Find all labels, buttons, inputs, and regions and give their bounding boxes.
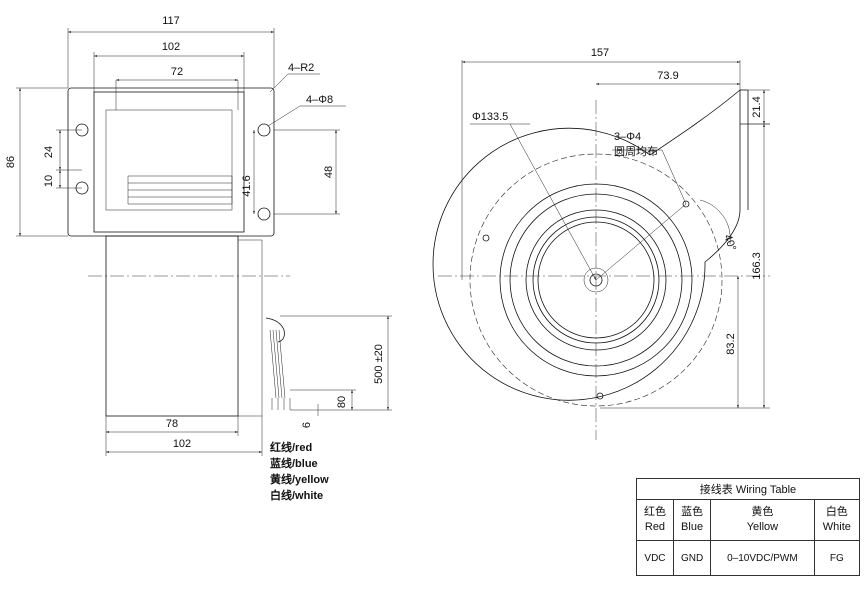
dim-500: 500 ±20: [373, 344, 385, 384]
outlet-opening: [93, 91, 245, 233]
dim-73-9: 73.9: [657, 70, 678, 82]
wiring-value-blue: GND: [672, 540, 712, 576]
dim-157: 157: [591, 47, 609, 59]
dim-102-top: 102: [162, 41, 180, 53]
dim-78: 78: [166, 418, 178, 430]
mount-hole-3: [596, 392, 604, 400]
dim-83-2: 83.2: [725, 333, 737, 354]
dim-holes: 4–Φ8: [306, 94, 333, 106]
dim-48: 48: [323, 166, 335, 178]
dim-10: 10: [43, 175, 55, 187]
blower-body: [105, 235, 239, 417]
front-view: Φ133.5 3–Φ4 圆周均布 40° 157 73.9 21.4 166.3…: [432, 47, 770, 440]
wiring-value-yellow: 0–10VDC/PWM: [710, 540, 815, 576]
dim-24: 24: [43, 146, 55, 158]
dim-102-bottom: 102: [173, 438, 191, 450]
dim-mount-holes: 3–Φ4: [614, 131, 641, 143]
wire-white-label: 白线/white: [270, 490, 324, 502]
mount-hole-2: [482, 234, 490, 242]
wire-color-legend: 红线/red 蓝线/blue 黄线/yellow 白线/white: [270, 440, 329, 504]
dim-radius: 4–R2: [288, 62, 314, 74]
wire-red-label: 红线/red: [270, 442, 313, 454]
dim-166-3: 166.3: [751, 252, 763, 280]
dim-6: 6: [301, 422, 313, 428]
side-view: 117 102 72 4–R2 4–Φ8 86 24 10 41.6: [5, 15, 392, 456]
scroll-housing-outline: [432, 89, 741, 401]
dim-21-4: 21.4: [751, 96, 763, 117]
mount-hole-1: [682, 200, 690, 208]
wiring-table-title: 接线表 Wiring Table: [636, 478, 860, 500]
wire-blue-label: 蓝线/blue: [270, 458, 318, 470]
wiring-value-red: VDC: [636, 540, 674, 576]
cable: [265, 317, 291, 410]
mounting-holes: [75, 123, 271, 221]
dim-diameter: Φ133.5: [472, 111, 508, 123]
dim-angle: 40°: [721, 233, 738, 253]
dim-86: 86: [5, 156, 17, 168]
dim-80: 80: [336, 396, 348, 408]
mount-note: 圆周均布: [614, 145, 658, 158]
wire-yellow-label: 黄线/yellow: [270, 474, 329, 486]
outer-dashed-circle: [469, 153, 723, 407]
blower-wheel-blades: [127, 175, 233, 205]
dim-117: 117: [162, 15, 180, 27]
dim-72: 72: [171, 66, 183, 78]
wiring-value-white: FG: [813, 540, 861, 576]
dim-41-6: 41.6: [241, 175, 253, 196]
